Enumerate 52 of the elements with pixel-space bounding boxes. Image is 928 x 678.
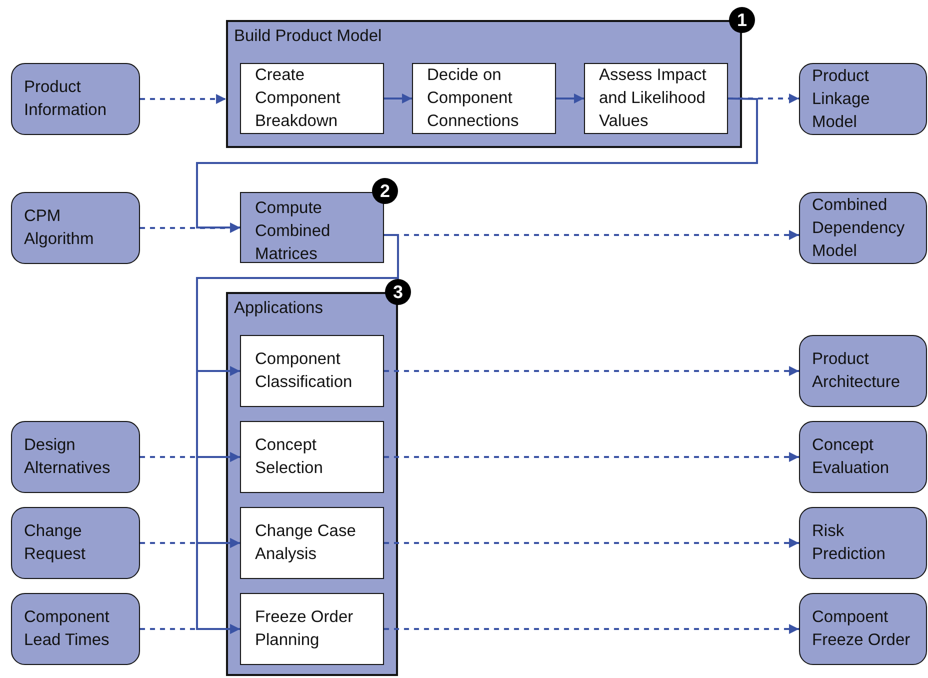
node-label: Risk Prediction	[812, 521, 886, 565]
arrow	[384, 452, 799, 462]
node-label: Compute Combined Matrices	[255, 198, 332, 265]
input-output-box	[799, 593, 927, 665]
node-label: Design Alternatives	[24, 435, 112, 479]
arrow	[384, 624, 799, 634]
arrow	[384, 538, 799, 548]
arrow	[140, 538, 240, 548]
node-label: Change Request	[24, 521, 86, 565]
node-label: Combined Dependency Model	[812, 194, 906, 262]
input-output-box	[799, 192, 927, 264]
process-box	[240, 507, 384, 579]
step-number-badge: 2	[372, 178, 398, 204]
node-label: Create Component Breakdown	[255, 65, 342, 132]
group-heading: Build Product Model	[234, 26, 382, 47]
node-label: Component Classification	[255, 349, 354, 393]
input-output-box	[799, 335, 927, 407]
node-label: CPM Algorithm	[24, 206, 95, 250]
input-output-box	[799, 63, 927, 135]
arrow	[140, 94, 226, 104]
input-output-box	[11, 192, 140, 264]
step-number-badge: 1	[729, 7, 755, 33]
input-output-box	[11, 593, 140, 665]
input-output-box	[799, 421, 927, 493]
process-box	[240, 335, 384, 407]
process-box	[584, 63, 728, 134]
step-number-badge: 3	[385, 279, 411, 305]
node-label: Component Lead Times	[24, 607, 110, 651]
node-label: Product Information	[24, 77, 108, 121]
process-box	[240, 421, 384, 493]
arrow	[140, 624, 240, 634]
arrow	[384, 94, 412, 104]
process-box	[240, 593, 384, 665]
node-label: Concept Selection	[255, 435, 324, 479]
node-label: Compoent Freeze Order	[812, 607, 912, 651]
node-label: Assess Impact and Likelihood Values	[599, 65, 708, 132]
input-output-box	[11, 507, 140, 579]
input-output-box	[11, 421, 140, 493]
arrow	[384, 366, 799, 376]
node-label: Product Linkage Model	[812, 66, 871, 132]
process-box	[240, 63, 384, 134]
input-output-box	[799, 507, 927, 579]
arrow	[556, 94, 584, 104]
arrow	[140, 452, 240, 462]
node-label: Decide on Component Connections	[427, 65, 520, 132]
node-label: Change Case Analysis	[255, 521, 357, 565]
input-output-box	[11, 63, 140, 135]
node-label: Product Architecture	[812, 349, 902, 393]
node-label: Freeze Order Planning	[255, 607, 354, 651]
process-box	[412, 63, 556, 134]
node-label: Concept Evaluation	[812, 435, 890, 479]
group-heading: Applications	[234, 298, 323, 319]
